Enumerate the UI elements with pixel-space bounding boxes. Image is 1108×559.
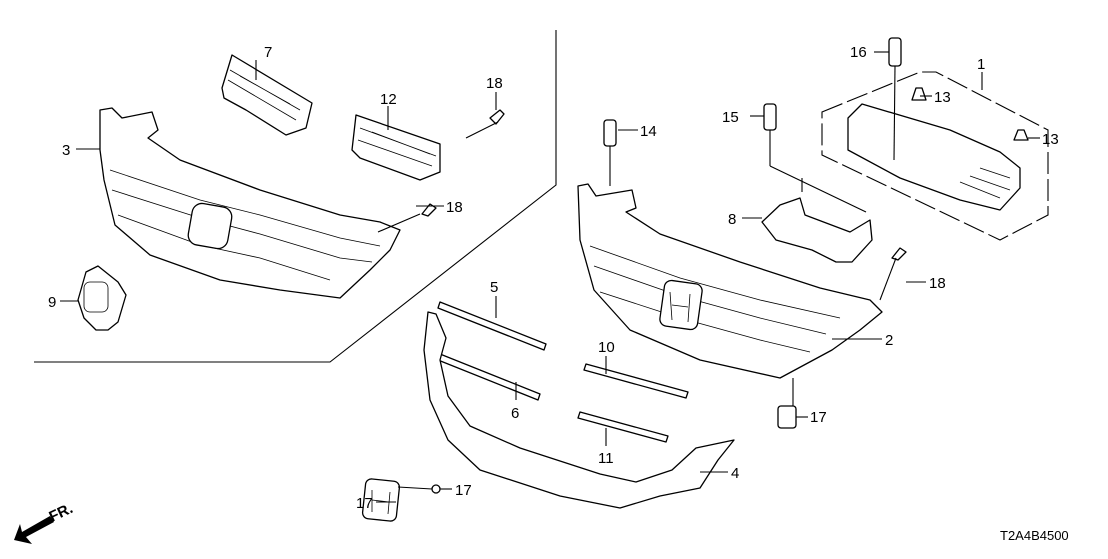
arrow-left-down-icon bbox=[14, 516, 54, 544]
part-16-clip[interactable] bbox=[777, 405, 797, 429]
part-7-bracket[interactable] bbox=[761, 197, 873, 263]
part-9-emblem-base[interactable] bbox=[77, 265, 127, 331]
part-5-molding[interactable] bbox=[437, 301, 547, 351]
callout-5: 5 bbox=[490, 279, 498, 296]
part-6-molding[interactable] bbox=[437, 353, 541, 401]
part-15-nut[interactable] bbox=[431, 484, 441, 494]
callout-16: 17 bbox=[810, 409, 827, 426]
callout-9: 9 bbox=[48, 294, 56, 311]
part-17-clip-c[interactable] bbox=[888, 37, 902, 67]
callout-17c: 16 bbox=[850, 44, 867, 61]
part-13-nut-b[interactable] bbox=[1013, 129, 1029, 141]
callout-6: 6 bbox=[511, 405, 519, 422]
part-1-group-outline bbox=[821, 71, 1049, 241]
front-direction-indicator: FR. bbox=[14, 500, 76, 544]
part-17-clip-b[interactable] bbox=[763, 103, 777, 131]
callout-15: 17 bbox=[455, 482, 472, 499]
callout-18a: 18 bbox=[486, 75, 503, 92]
part-18-screw-c[interactable] bbox=[891, 247, 907, 261]
part-1-cover[interactable] bbox=[847, 103, 1021, 211]
part-12-insert[interactable] bbox=[351, 114, 441, 181]
leader-lines bbox=[60, 51, 1040, 503]
callout-4: 4 bbox=[731, 465, 739, 482]
part-17-clip-a[interactable] bbox=[603, 119, 617, 147]
callout-14: 17 bbox=[356, 495, 373, 512]
callout-1: 1 bbox=[977, 56, 985, 73]
part-4-lower-molding[interactable] bbox=[423, 311, 735, 509]
diagram-code: T2A4B4500 bbox=[1000, 528, 1069, 543]
part-10-molding[interactable] bbox=[583, 363, 689, 399]
callout-13b: 13 bbox=[1042, 131, 1059, 148]
callout-11: 11 bbox=[598, 450, 614, 467]
callout-3: 3 bbox=[62, 142, 70, 159]
callout-17b: 15 bbox=[722, 109, 739, 126]
callout-2: 2 bbox=[885, 332, 893, 349]
callout-8: 7 bbox=[264, 44, 272, 61]
part-14-emblem[interactable] bbox=[361, 478, 401, 522]
part-8-insert[interactable] bbox=[221, 54, 313, 136]
part-2-grille[interactable] bbox=[577, 183, 883, 379]
part-2-emblem bbox=[659, 279, 703, 331]
part-3-grille[interactable] bbox=[99, 107, 401, 299]
part-13-nut-a[interactable] bbox=[911, 87, 927, 101]
callout-13a: 13 bbox=[934, 89, 951, 106]
part-11-molding[interactable] bbox=[577, 411, 669, 443]
part-18-screw-a[interactable] bbox=[489, 109, 505, 125]
callout-18c: 18 bbox=[929, 275, 946, 292]
callout-18b: 18 bbox=[446, 199, 463, 216]
direction-label: FR. bbox=[47, 500, 76, 526]
part-18-screw-b[interactable] bbox=[421, 203, 437, 217]
callout-17a: 14 bbox=[640, 123, 657, 140]
region-divider bbox=[34, 30, 557, 363]
callout-12: 12 bbox=[380, 91, 397, 108]
callout-10: 10 bbox=[598, 339, 615, 356]
callout-7: 8 bbox=[728, 211, 736, 228]
callout-labels: 7 12 18 3 18 9 5 6 10 11 4 17 17 17 2 18… bbox=[48, 44, 1059, 512]
